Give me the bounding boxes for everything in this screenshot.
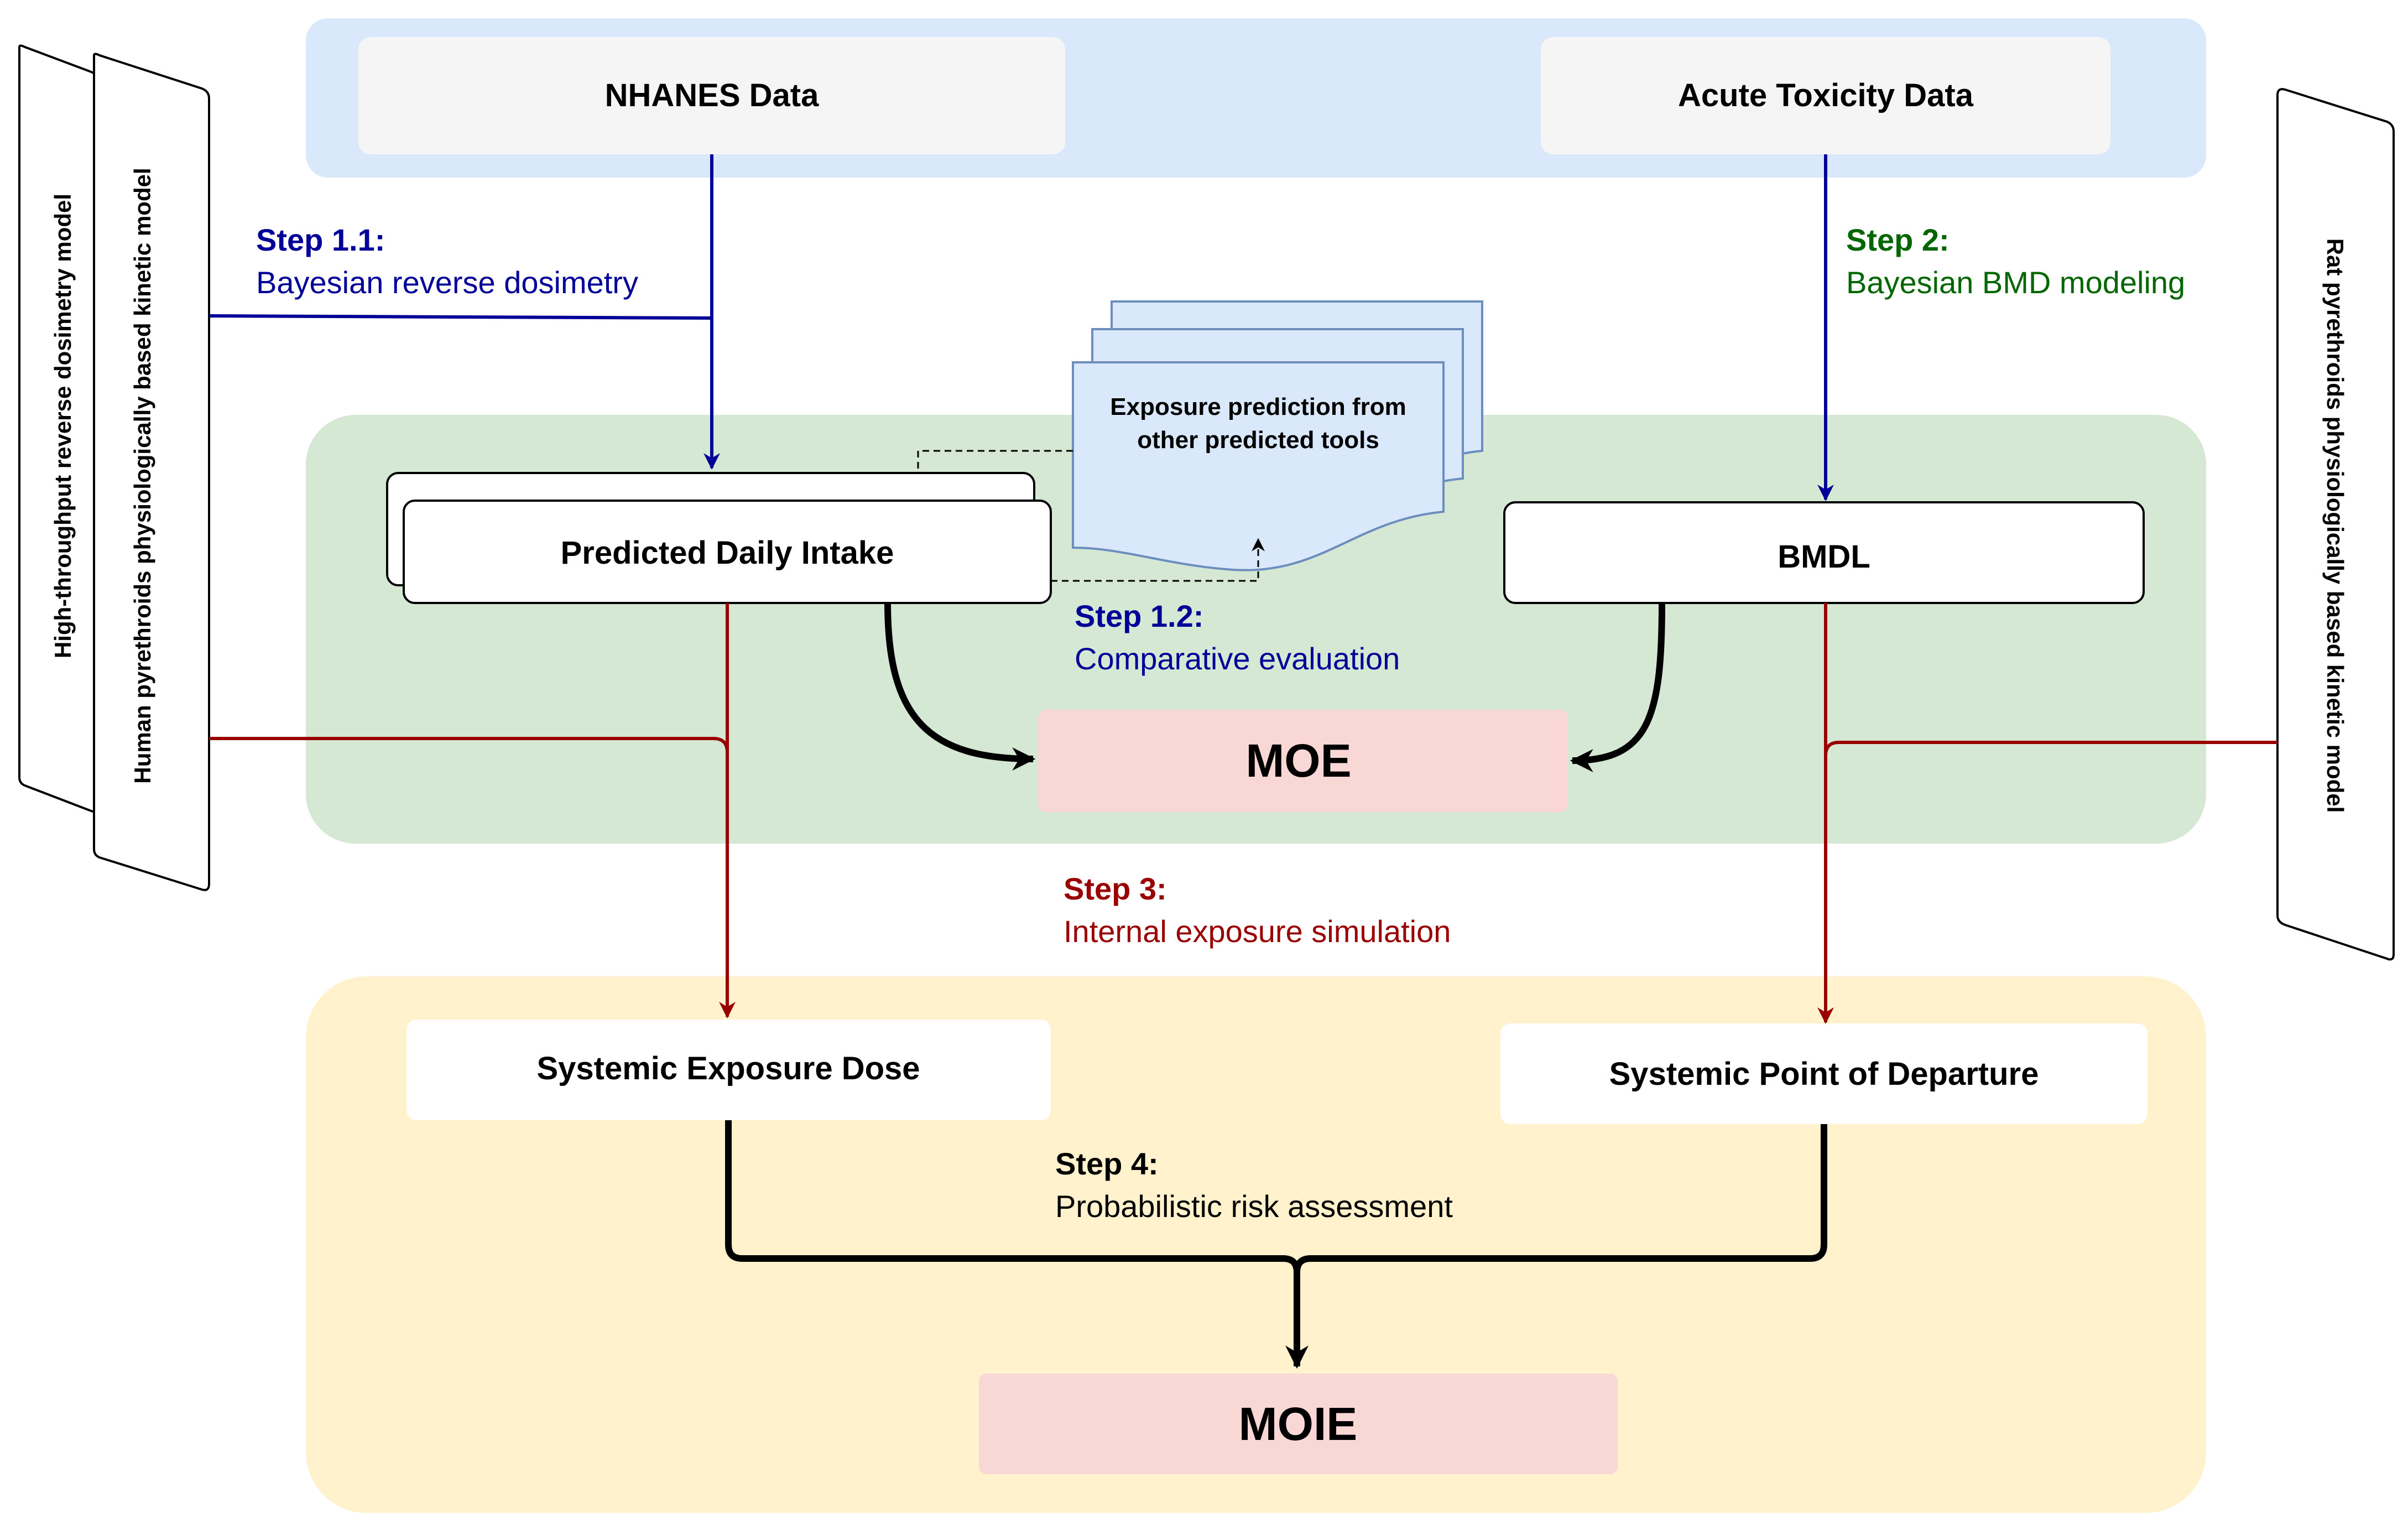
bmdl-label: BMDL [1778,539,1870,575]
acute-toxicity-box [1541,37,2110,154]
rat-pbk-model-label: Rat pyrethroids physiologically based ki… [2322,238,2348,813]
step1-2-title: Step 1.2: [1075,599,1203,633]
step2-title: Step 2: [1846,222,1950,257]
nhanes-box [358,37,1065,154]
step1-2-desc: Comparative evaluation [1075,641,1400,676]
sed-box [406,1020,1051,1120]
bmdl-to-moe-arrow [1570,602,1665,772]
human-pbk-model-label: Human pyrethroids physiologically based … [129,168,155,783]
step3-desc: Internal exposure simulation [1064,914,1451,949]
spod-to-moie-line [1294,1124,1827,1273]
step2-desc: Bayesian BMD modeling [1846,265,2185,300]
step3-title: Step 3: [1064,871,1167,906]
step4-desc: Probabilistic risk assessment [1055,1189,1453,1224]
moe-label: MOE [1245,735,1351,787]
step1-1-title: Step 1.1: [256,222,385,257]
exposure-prediction-document [1072,300,1483,571]
step1-1-side-line [209,314,712,320]
human-pbk-model-shape [93,53,210,891]
pdi-to-moe-arrow [884,602,1036,771]
acute-toxicity-label: Acute Toxicity Data [1678,77,1974,113]
spod-box [1500,1023,2148,1124]
moie-box [979,1374,1618,1474]
sed-label: Systemic Exposure Dose [536,1051,920,1086]
htrd-model-label: High-throughput reverse dosimetry model [50,194,76,658]
pdi-to-doc-dashed-arrow [1051,538,1265,582]
pdi-label: Predicted Daily Intake [561,535,894,571]
step4-title: Step 4: [1055,1146,1159,1181]
moe-box [1038,710,1568,812]
exposure-doc-line1: Exposure prediction from [1110,393,1406,420]
rat-pbk-model-shape [2276,88,2395,961]
spod-label: Systemic Point of Departure [1609,1056,2039,1092]
step1-1-desc: Bayesian reverse dosimetry [256,265,638,300]
exposure-doc-line2: other predicted tools [1137,427,1379,454]
nhanes-label: NHANES Data [605,77,819,113]
doc-to-pdi-dashed [917,450,1073,473]
moie-label: MOIE [1239,1398,1358,1450]
